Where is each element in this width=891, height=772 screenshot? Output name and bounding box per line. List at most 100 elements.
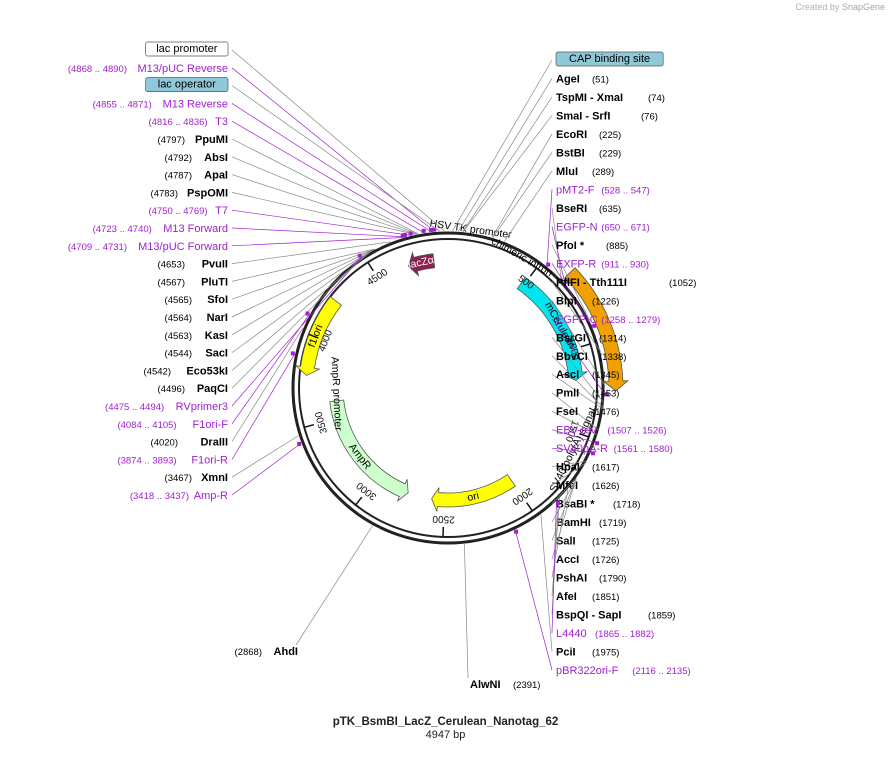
leader-line bbox=[551, 447, 592, 453]
feature-box bbox=[145, 41, 229, 57]
label-coord: (4496) bbox=[158, 384, 185, 395]
label-name: BamHI bbox=[556, 517, 591, 529]
label-asci[interactable]: AscI(1345) bbox=[551, 369, 619, 410]
label-sv40pa-r[interactable]: SV40pA-R(1561 .. 1580) bbox=[551, 443, 673, 456]
label-lac-promoter[interactable]: lac promoter bbox=[145, 41, 445, 232]
label-cap-binding-site[interactable]: CAP binding site bbox=[452, 51, 664, 232]
label-coord: (4868 .. 4890) bbox=[68, 64, 127, 75]
feature-ori[interactable]: ori bbox=[431, 474, 516, 512]
label-fsei[interactable]: FseI(1476) bbox=[551, 406, 619, 436]
label-pluti[interactable]: PluTI(4567) bbox=[158, 248, 376, 288]
label-rvprimer3[interactable]: RVprimer3(4475 .. 4494) bbox=[105, 253, 362, 413]
label-ahdi[interactable]: AhdI(2868) bbox=[235, 525, 373, 658]
label-name: RVprimer3 bbox=[176, 401, 228, 413]
feature-orange-feature[interactable] bbox=[564, 267, 629, 392]
leader-line bbox=[231, 103, 432, 233]
label-sfoi[interactable]: SfoI(4565) bbox=[165, 248, 375, 306]
label-coord: (4709 .. 4731) bbox=[68, 242, 127, 253]
primer-mark bbox=[432, 227, 437, 232]
feature-mcerulean[interactable]: mCerulean bbox=[516, 276, 589, 381]
label-smai-srfi[interactable]: SmaI - SrfI(76) bbox=[462, 110, 658, 232]
label-name: BlpI bbox=[556, 295, 577, 307]
label-absi[interactable]: AbsI(4792) bbox=[165, 152, 418, 235]
label-t3[interactable]: T3(4816 .. 4836) bbox=[148, 116, 426, 234]
plasmid-length: 4947 bp bbox=[425, 729, 466, 741]
label-f1ori-f[interactable]: F1ori-F(4084 .. 4105) bbox=[117, 311, 310, 431]
label-bsrgi[interactable]: BsrGI(1314) bbox=[551, 332, 626, 404]
label-coord: (1338) bbox=[599, 352, 626, 363]
label-alwni[interactable]: AlwNI(2391) bbox=[464, 544, 540, 691]
label-coord: (2116 .. 2135) bbox=[632, 666, 690, 677]
label-draiii[interactable]: DraIII(4020) bbox=[151, 327, 304, 449]
label-m13-reverse[interactable]: M13 Reverse(4855 .. 4871) bbox=[93, 98, 434, 233]
ori-label: ori bbox=[466, 490, 480, 504]
label-paqci[interactable]: PaqCI (4496) bbox=[158, 255, 364, 395]
label-name: L4440 bbox=[556, 628, 587, 640]
label-apai[interactable]: ApaI(4787) bbox=[165, 170, 417, 235]
label-bbvci[interactable]: BbvCI(1338) bbox=[551, 351, 626, 409]
label-bseri[interactable]: BseRI(635) bbox=[551, 203, 621, 280]
label-pbr322ori-f[interactable]: pBR322ori-F (2116 .. 2135) bbox=[514, 529, 691, 677]
label-blpi[interactable]: BlpI(1226) bbox=[551, 295, 619, 387]
label-coord: (1345) bbox=[592, 370, 619, 381]
snapgene-logo: SnapGene bbox=[841, 2, 885, 12]
label-ecori[interactable]: EcoRI(225) bbox=[491, 129, 621, 238]
label-pflfi-tth111i[interactable]: PflFI - Tth111I(1052) bbox=[551, 277, 696, 352]
feature-lacz[interactable]: lacZα bbox=[407, 251, 436, 278]
label-m13-forward[interactable]: M13 Forward(4723 .. 4740) bbox=[93, 223, 407, 238]
leader-line bbox=[457, 78, 553, 232]
label-pfoi[interactable]: PfoI *(885) bbox=[551, 240, 628, 321]
label-bstbi[interactable]: BstBI(229) bbox=[492, 147, 621, 238]
leader-line bbox=[231, 257, 362, 407]
label-coord: (229) bbox=[599, 148, 621, 159]
label-m13-puc-forward[interactable]: M13/pUC Forward(4709 .. 4731) bbox=[68, 233, 405, 253]
label-egfp-n[interactable]: EGFP-N(650 .. 671) bbox=[551, 221, 650, 284]
label-pcii[interactable]: PciI(1975) bbox=[540, 514, 620, 659]
label-amp-r[interactable]: Amp-R(3418 .. 3437) bbox=[130, 441, 302, 502]
label-lac-operator[interactable]: lac operator bbox=[145, 77, 440, 232]
label-agei[interactable]: AgeI(51) bbox=[457, 73, 609, 232]
label-mlui[interactable]: MluI(289) bbox=[504, 166, 614, 242]
label-name: BspQI - SapI bbox=[556, 610, 621, 622]
label-pmt2-f[interactable]: pMT2-F(528 .. 547) bbox=[546, 184, 650, 267]
label-l4440[interactable]: L4440(1865 .. 1882) bbox=[551, 500, 654, 640]
label-coord: (1626) bbox=[592, 481, 619, 492]
feature-ampr-promoter[interactable]: AmpR promoter bbox=[328, 356, 344, 431]
leader-line bbox=[462, 96, 553, 232]
label-name: SfoI bbox=[207, 294, 228, 306]
label-saci[interactable]: SacI(4544) bbox=[165, 250, 372, 360]
label-t7[interactable]: T7(4750 .. 4769) bbox=[148, 205, 413, 236]
label-coord: (2868) bbox=[235, 647, 262, 658]
label-kasi[interactable]: KasI(4563) bbox=[165, 249, 375, 342]
label-pmli[interactable]: PmlI(1453) bbox=[551, 388, 619, 431]
feature-box bbox=[145, 77, 229, 92]
label-name: pBR322ori-F bbox=[556, 665, 619, 677]
label-xmni[interactable]: XmnI(3467) bbox=[165, 435, 299, 484]
label-name: T3 bbox=[215, 116, 228, 128]
label-coord: (1476) bbox=[592, 407, 619, 418]
leader-line bbox=[231, 237, 404, 247]
label-f1ori-r[interactable]: F1ori-R(3874 .. 3893) bbox=[117, 351, 296, 466]
leader-line bbox=[551, 460, 588, 468]
label-exfp-r[interactable]: EXFP-R(911 .. 930) bbox=[551, 258, 649, 328]
label-ebv-rev[interactable]: EBV-rev(1507 .. 1526) bbox=[551, 425, 667, 446]
lacz-arrow bbox=[408, 251, 436, 278]
label-tspmi-xmai[interactable]: TspMI - XmaI(74) bbox=[462, 92, 665, 232]
feature-box bbox=[555, 51, 664, 67]
label-ppumi[interactable]: PpuMI(4797) bbox=[158, 134, 419, 235]
leader-line bbox=[551, 373, 604, 410]
label-coord: (4564) bbox=[165, 313, 192, 324]
label-m13-puc-reverse[interactable]: M13/pUC Reverse(4868 .. 4890) bbox=[68, 63, 437, 232]
label-nari[interactable]: NarI(4564) bbox=[165, 248, 375, 324]
label-coord: (4653) bbox=[158, 260, 185, 271]
label-name: lac operator bbox=[158, 79, 216, 91]
label-pvuii[interactable]: PvuII(4653) bbox=[158, 241, 391, 271]
label-coord: (4084 .. 4105) bbox=[117, 420, 176, 431]
label-pspomi[interactable]: PspOMI(4783) bbox=[151, 187, 416, 235]
feature-f1-ori[interactable]: f1 ori bbox=[294, 296, 342, 376]
label-name: PaqCI bbox=[197, 383, 228, 395]
leader-line bbox=[551, 410, 598, 436]
primer-mark bbox=[421, 228, 426, 233]
mcerulean-arrow bbox=[516, 276, 589, 381]
label-egfp-c[interactable]: EGFP-C(1258 .. 1279) bbox=[551, 314, 660, 397]
